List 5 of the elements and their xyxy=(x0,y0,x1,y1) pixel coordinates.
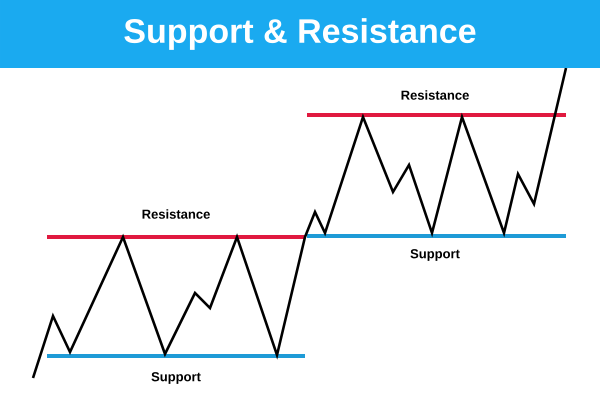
level-label: Support xyxy=(410,249,460,261)
level-label: Resistance xyxy=(142,209,210,219)
level-label: Support xyxy=(151,372,201,384)
title-banner: Support & Resistance xyxy=(0,0,600,68)
level-label: Resistance xyxy=(402,90,469,100)
